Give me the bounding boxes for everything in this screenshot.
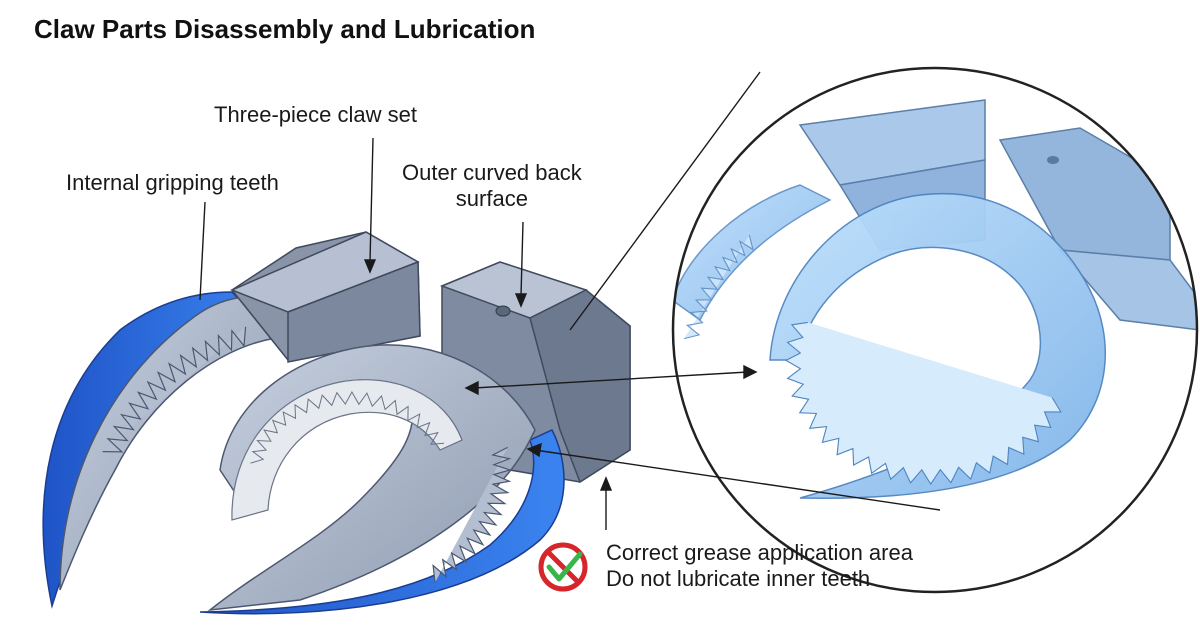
- page-title: Claw Parts Disassembly and Lubrication: [34, 14, 536, 44]
- zoom-detail: [671, 66, 1199, 594]
- label-back-surface-line2: surface: [455, 186, 528, 211]
- left-claw-segment: [42, 291, 278, 609]
- note-line-2: Do not lubricate inner teeth: [606, 566, 871, 591]
- center-block: [230, 231, 421, 363]
- note-line-1: Correct grease application area: [606, 540, 913, 565]
- label-claw-set: Three-piece claw set: [214, 102, 417, 127]
- label-back-surface-line1: Outer curved back: [402, 160, 582, 185]
- leader-lines: [199, 71, 941, 530]
- label-back-surface: Outer curved back surface: [402, 160, 582, 212]
- lubrication-note: Correct grease application area Do not l…: [606, 540, 913, 592]
- front-claw-segment: [199, 344, 565, 615]
- label-gripping-teeth: Internal gripping teeth: [66, 170, 279, 195]
- no-check-icon: [538, 542, 588, 592]
